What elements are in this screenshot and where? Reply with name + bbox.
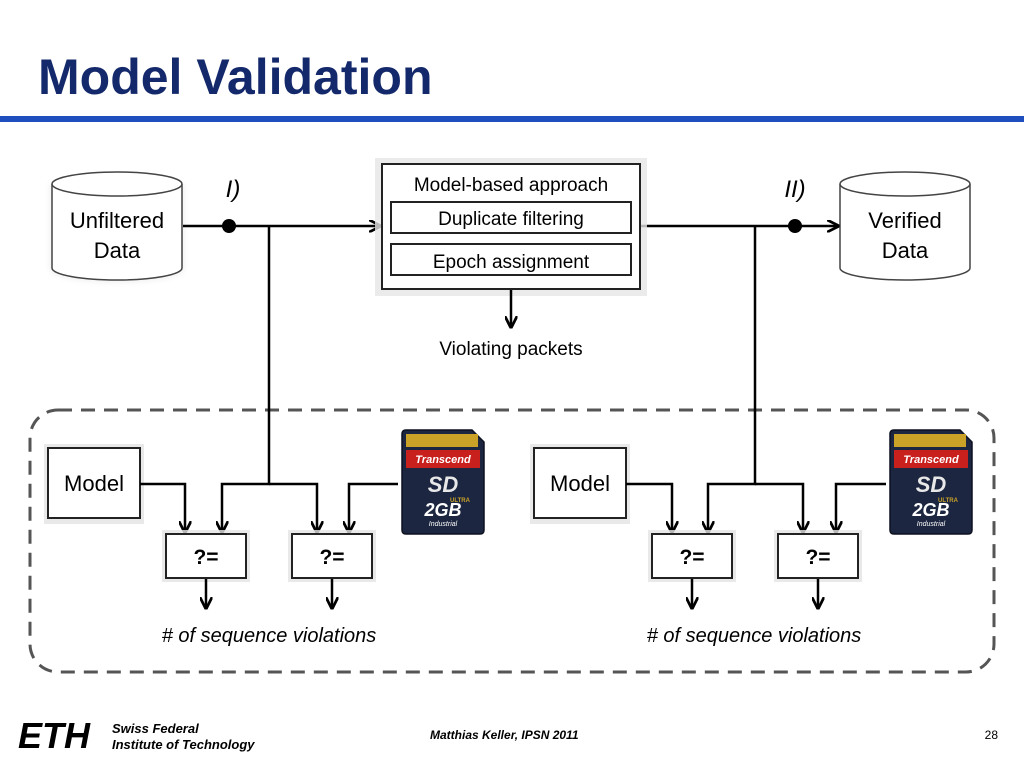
sd-logo-right: SD	[916, 472, 947, 497]
sd-grade-left: Industrial	[429, 521, 458, 528]
eth-logo-text: ETH	[18, 719, 91, 751]
sd-logo-left: SD	[428, 472, 459, 497]
sd-brand-left: Transcend	[415, 454, 471, 466]
result-label-right: # of sequence violations	[647, 625, 862, 647]
compare-label-right-2: ?=	[805, 546, 830, 569]
model-based-approach-box: Model-based approach Duplicate filtering…	[375, 158, 647, 296]
model-box-left	[47, 447, 141, 519]
unfiltered-label-2: Data	[94, 238, 141, 263]
title-rule	[0, 116, 1024, 122]
tap1-to-compare2	[269, 482, 317, 532]
tap-point-1	[222, 219, 236, 233]
epoch-assignment-label: Epoch assignment	[433, 252, 590, 273]
model-left-to-compare1	[140, 482, 185, 532]
compare-label-left-1: ?=	[193, 546, 218, 569]
tap2-to-compare1	[708, 226, 757, 532]
sd-variant-right: ULTRA	[938, 498, 959, 504]
sd-variant-left: ULTRA	[450, 498, 471, 504]
model-label-left: Model	[64, 471, 124, 496]
compare-label-left-2: ?=	[319, 546, 344, 569]
unfiltered-data-store: Unfiltered Data	[51, 171, 183, 281]
institution-line-2: Institute of Technology	[112, 737, 255, 752]
model-label-right: Model	[550, 471, 610, 496]
model-group-frame	[28, 408, 996, 674]
duplicate-filtering-box	[390, 201, 632, 234]
compare-box-right-1	[651, 533, 733, 579]
institution-line-1: Swiss Federal	[112, 721, 199, 736]
sd-card-icon-left: Transcend SD ULTRA 2GB Industrial	[401, 429, 485, 535]
eth-logo: ETH	[18, 719, 91, 751]
sd-brand-right: Transcend	[903, 454, 959, 466]
sd-grade-right: Industrial	[917, 521, 946, 528]
sd-capacity-right: 2GB	[911, 500, 949, 520]
footer-author: Matthias Keller, IPSN 2011	[430, 728, 579, 742]
verified-label-2: Data	[882, 238, 929, 263]
compare-box-left-1	[165, 533, 247, 579]
verified-data-store: Verified Data	[839, 171, 971, 281]
institution-name: Swiss Federal Institute of Technology	[112, 721, 255, 753]
duplicate-filtering-label: Duplicate filtering	[438, 209, 584, 230]
verified-label-1: Verified	[868, 208, 941, 233]
page-number: 28	[984, 728, 998, 742]
unfiltered-label-1: Unfiltered	[70, 208, 164, 233]
tap1-to-compare1	[222, 226, 271, 532]
model-right-to-compare1	[626, 482, 672, 532]
sd-capacity-left: 2GB	[423, 500, 461, 520]
violating-packets-label: Violating packets	[439, 339, 582, 360]
compare-box-left-2	[291, 533, 373, 579]
sd-left-to-compare2	[349, 482, 398, 532]
slide-title: Model Validation	[38, 49, 433, 105]
sd-card-icon-right: Transcend SD ULTRA 2GB Industrial	[889, 429, 973, 535]
epoch-assignment-box	[390, 243, 632, 276]
approach-title: Model-based approach	[414, 175, 608, 196]
tap-point-2	[788, 219, 802, 233]
tap2-to-compare2	[755, 482, 803, 532]
compare-label-right-1: ?=	[679, 546, 704, 569]
sd-right-to-compare2	[836, 482, 886, 532]
result-label-left: # of sequence violations	[162, 625, 377, 647]
compare-box-right-2	[777, 533, 859, 579]
stage-label-1: I)	[226, 176, 241, 203]
stage-label-2: II)	[784, 176, 805, 203]
